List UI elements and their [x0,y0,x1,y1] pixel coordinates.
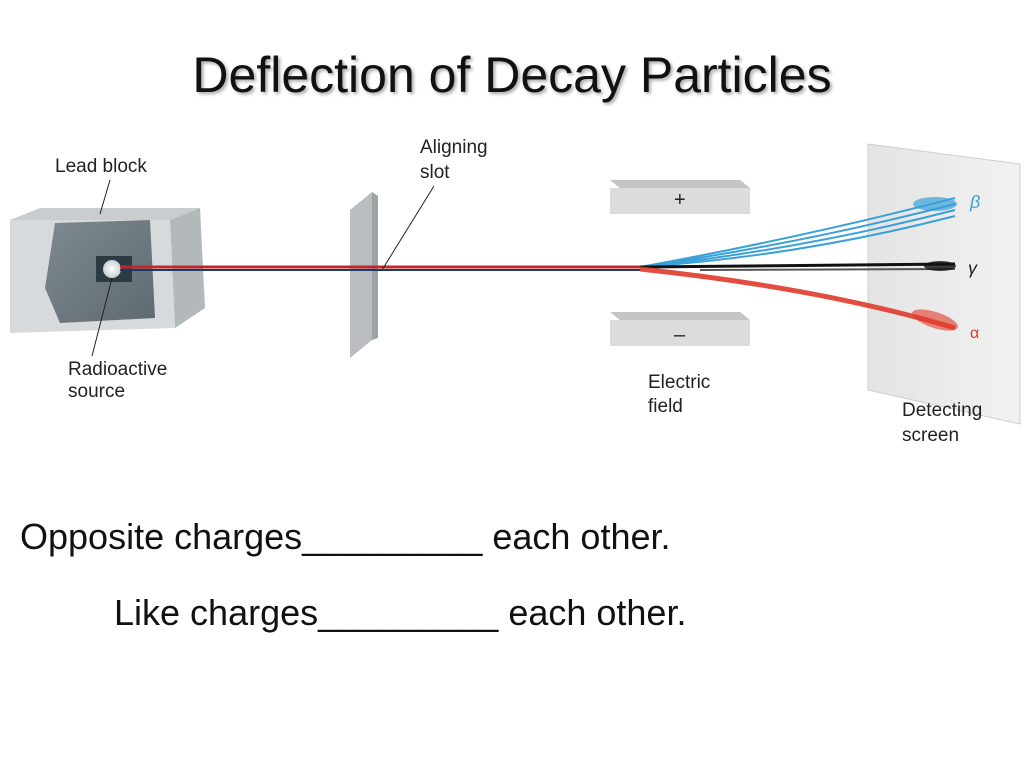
electric-field-label-2: field [648,396,683,417]
alpha-label: α [970,325,979,342]
lead-block-label: Lead block [55,156,147,177]
gamma-beam [639,262,956,271]
detecting-screen-label-2: screen [902,425,959,446]
radioactive-source-label: Radioactive [68,359,167,380]
aligning-slot-label: Aligning [420,137,488,158]
like-charges-sentence: Like charges_________ each other. [114,592,687,633]
beta-beam [639,197,956,268]
beta-label: β [969,192,980,212]
negative-plate [610,312,750,346]
radioactive-source [103,260,121,278]
electric-field-label: Electric [648,372,710,393]
opposite-charges-sentence: Opposite charges_________ each other. [20,516,671,557]
radioactive-source-label-2: source [68,381,125,402]
aligning-slot-label-2: slot [420,162,450,183]
decay-particle-diagram: Lead block Aligning slot Radioactive sou… [10,137,1021,446]
detecting-screen-label: Detecting [902,400,982,421]
positive-plate [610,180,750,214]
gamma-label: γ [968,258,978,278]
lead-block [10,208,205,333]
page-title: Deflection of Decay Particles [192,47,832,103]
detecting-screen [867,143,1021,425]
minus-sign: – [674,324,686,346]
aligning-slot [350,192,378,358]
plus-sign: + [674,189,686,211]
